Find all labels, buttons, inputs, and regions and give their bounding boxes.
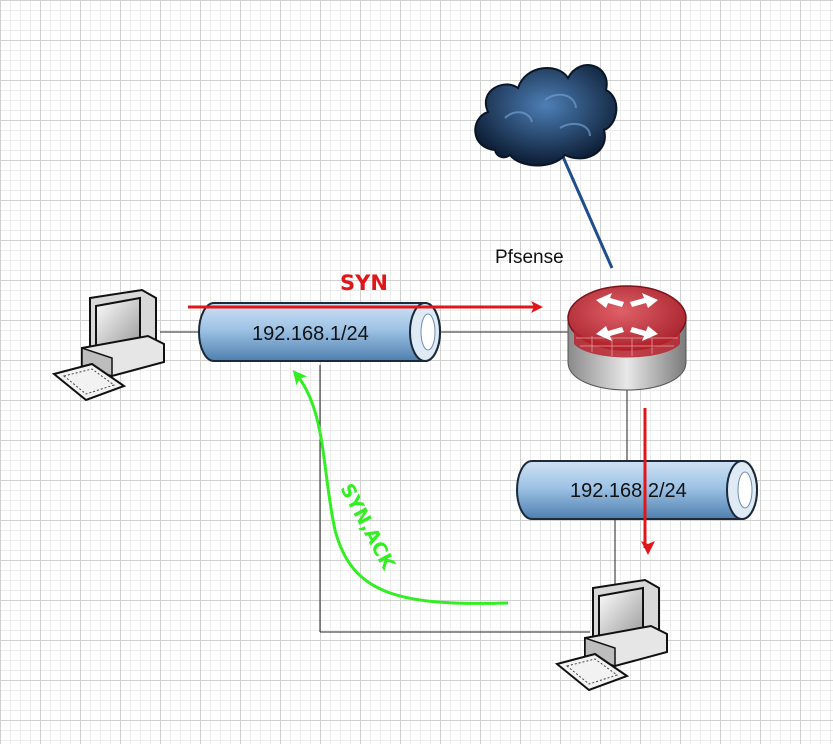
network-segment-lan2[interactable]: 192.168.2/24 <box>516 460 758 520</box>
cloud-icon <box>474 64 618 167</box>
network-segment-lan1[interactable]: 192.168.1/24 <box>198 302 441 362</box>
synack-label: SYN,ACK <box>336 480 400 574</box>
lan1-label: 192.168.1/24 <box>252 323 369 345</box>
connection-lines <box>160 149 628 633</box>
synack-arrow: SYN,ACK <box>292 370 509 605</box>
syn-label: SYN <box>340 271 388 295</box>
desktop-computer-icon[interactable] <box>51 288 165 402</box>
lan2-label: 192.168.2/24 <box>570 480 687 502</box>
firewall-label: Pfsense <box>495 247 564 268</box>
desktop-computer-icon[interactable] <box>554 578 668 692</box>
router-icon[interactable] <box>567 285 687 391</box>
syn-arrow: SYN <box>188 271 543 313</box>
internet-link <box>558 149 614 269</box>
